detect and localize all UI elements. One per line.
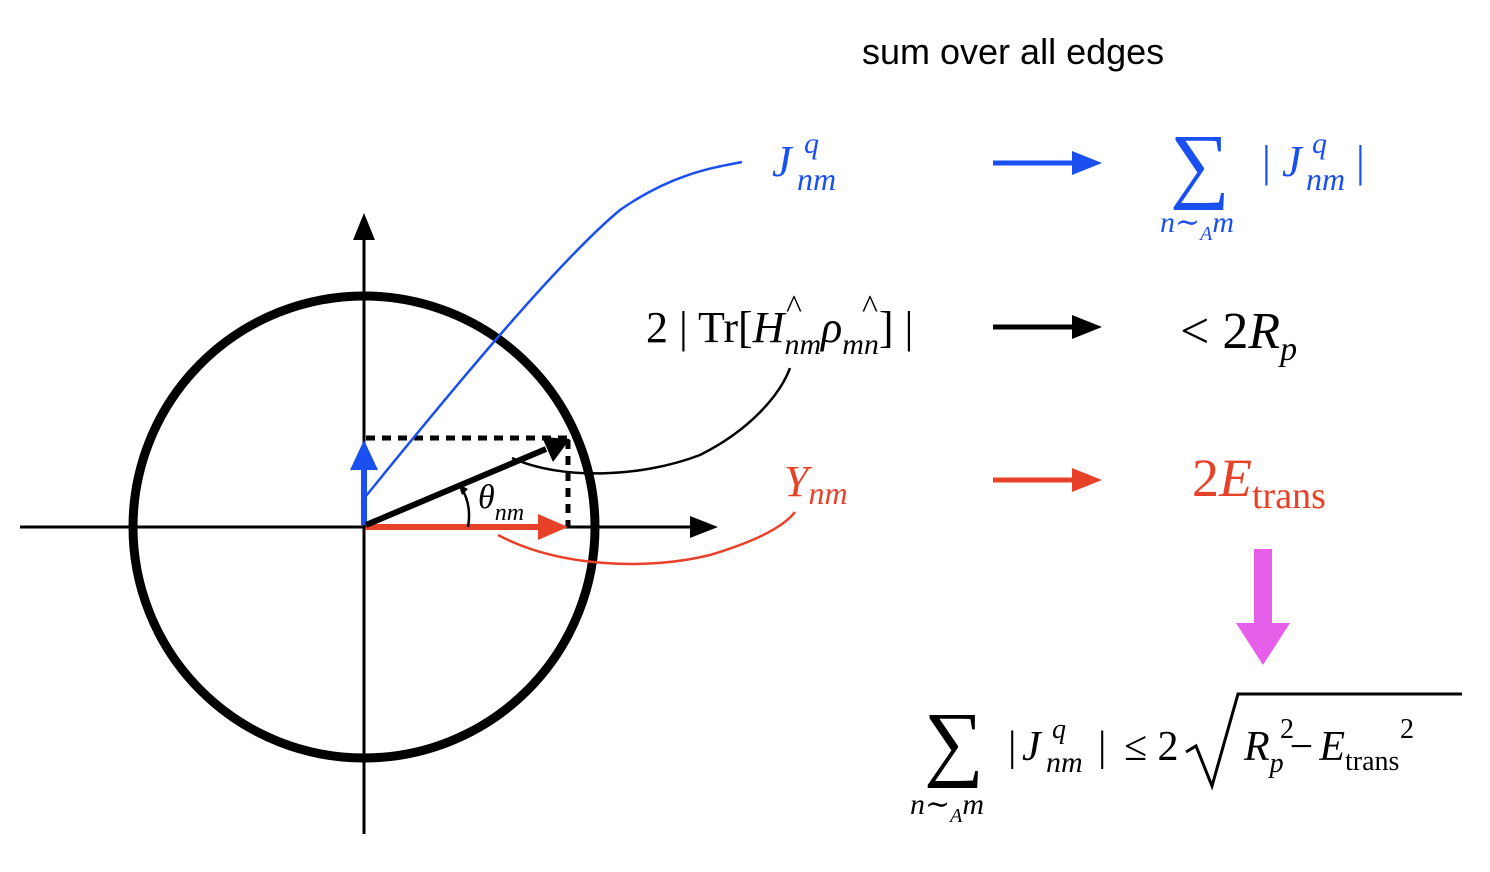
magenta-arrow-head: [1236, 623, 1290, 665]
sum-sign-final: ∑: [924, 696, 984, 789]
sum-sign-blue: ∑: [1170, 118, 1230, 211]
sum-index-final: n∼Am: [910, 788, 984, 827]
black-vector-arrowhead: [542, 437, 570, 462]
j-label: J: [772, 137, 794, 186]
red-vector-arrowhead: [538, 514, 568, 540]
red-connector-curve: [497, 511, 796, 566]
black-connector-curve: [511, 367, 792, 475]
sqrt-contents: Rp−Etrans: [1243, 724, 1399, 779]
rho-hat: ^: [862, 289, 878, 326]
r-squared-sup: 2: [1280, 714, 1294, 745]
abs-open-final: |: [1008, 724, 1016, 770]
e-trans-result: 2Etrans: [1192, 448, 1326, 517]
angle-arc-arrowhead: [458, 484, 468, 495]
blue-vector-arrowhead: [350, 440, 378, 470]
black-mapping-arrowhead: [1072, 315, 1102, 339]
sum-index-blue: n∼Am: [1160, 206, 1234, 245]
leq-two: ≤ 2: [1124, 724, 1179, 770]
x-axis-arrowhead: [690, 516, 718, 538]
blue-connector-curve: [365, 160, 743, 497]
theta-label: θnm: [478, 479, 524, 526]
j-result-sup: q: [1312, 127, 1327, 160]
rp-bound: < 2Rp: [1180, 303, 1297, 368]
j-final-sup: q: [1052, 714, 1066, 745]
trace-expression: 2 | Tr[Hnmρmn] |: [646, 303, 913, 361]
y-label: Ynm: [784, 457, 848, 511]
blue-mapping-arrowhead: [1072, 151, 1102, 175]
title: sum over all edges: [862, 31, 1164, 72]
j-final: J: [1022, 724, 1043, 770]
unit-circle: [128, 291, 600, 763]
j-final-sub: nm: [1046, 746, 1083, 779]
j-result: J: [1282, 137, 1304, 186]
j-label-sup: q: [804, 127, 819, 160]
y-axis-arrowhead: [353, 213, 375, 240]
square-root-sign: [1185, 692, 1462, 791]
red-mapping-arrowhead: [1072, 468, 1102, 492]
e-squared-sup: 2: [1400, 714, 1414, 745]
magenta-arrow-shaft: [1254, 549, 1272, 625]
abs-close-blue: |: [1356, 137, 1365, 186]
j-label-sub: nm: [797, 161, 836, 197]
abs-close-final: |: [1098, 724, 1106, 770]
j-result-sub: nm: [1306, 161, 1345, 197]
abs-open-blue: |: [1262, 137, 1271, 186]
h-hat: ^: [786, 289, 802, 326]
black-vector: [364, 446, 548, 528]
